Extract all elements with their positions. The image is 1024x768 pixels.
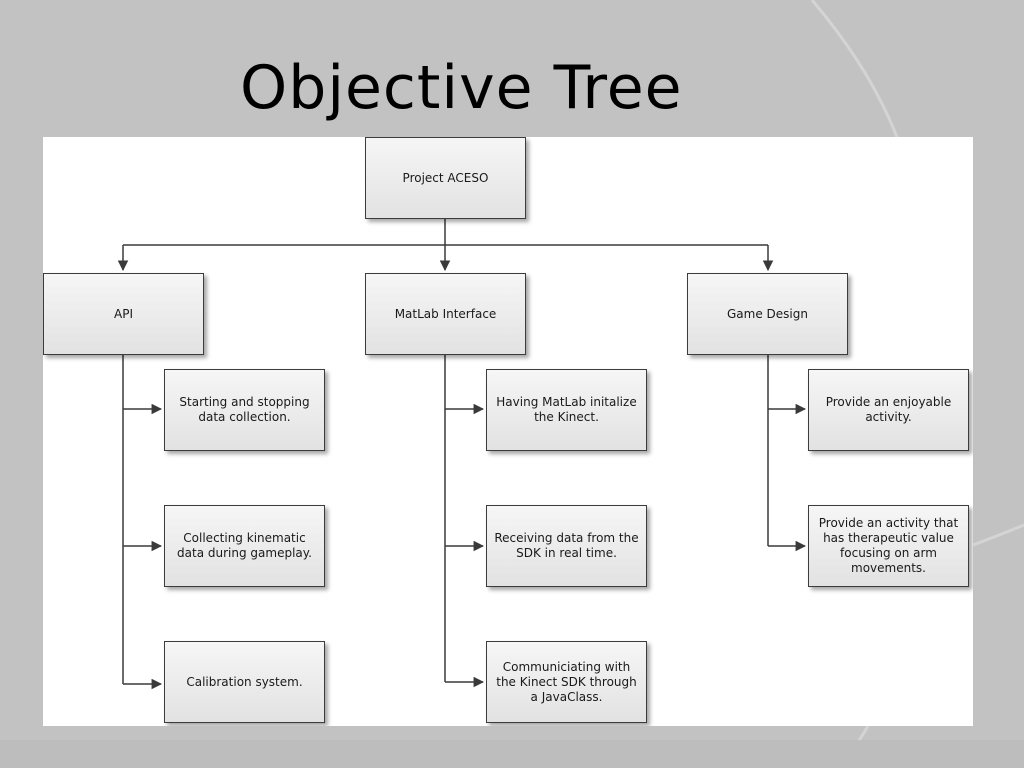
leaf-node-label: Provide an activity that has therapeutic… <box>818 516 959 575</box>
leaf-node-api-1: Starting and stopping data collection. <box>164 369 325 451</box>
branch-node-api: API <box>43 273 204 355</box>
leaf-node-label: Provide an enjoyable activity. <box>825 395 952 424</box>
branch-node-label: Game Design <box>727 306 808 321</box>
leaf-node-label: Starting and stopping data collection. <box>179 395 310 424</box>
leaf-node-label: Receiving data from the SDK in real time… <box>494 531 639 560</box>
leaf-node-matlab-2: Receiving data from the SDK in real time… <box>486 505 647 587</box>
slide-title: Objective Tree <box>240 53 683 123</box>
slide-footer-band <box>0 740 1024 768</box>
leaf-node-game-1: Provide an enjoyable activity. <box>808 369 969 451</box>
tree-connectors <box>117 219 807 690</box>
leaf-node-label: Having MatLab initalize the Kinect. <box>496 395 637 424</box>
leaf-node-game-2: Provide an activity that has therapeutic… <box>808 505 969 587</box>
branch-node-label: API <box>114 306 133 321</box>
branch-node-label: MatLab Interface <box>394 306 497 321</box>
leaf-node-matlab-3: Communiciating with the Kinect SDK throu… <box>486 641 647 723</box>
root-node: Project ACESO <box>365 137 526 219</box>
leaf-node-label: Collecting kinematic data during gamepla… <box>177 531 312 560</box>
leaf-node-label: Communiciating with the Kinect SDK throu… <box>496 659 637 704</box>
leaf-node-label: Calibration system. <box>186 674 303 689</box>
leaf-node-matlab-1: Having MatLab initalize the Kinect. <box>486 369 647 451</box>
leaf-node-api-3: Calibration system. <box>164 641 325 723</box>
root-node-label: Project ACESO <box>402 170 489 185</box>
branch-node-matlab-interface: MatLab Interface <box>365 273 526 355</box>
branch-node-game-design: Game Design <box>687 273 848 355</box>
leaf-node-api-2: Collecting kinematic data during gamepla… <box>164 505 325 587</box>
diagram-panel: Project ACESO API MatLab Interface Game … <box>43 137 973 726</box>
